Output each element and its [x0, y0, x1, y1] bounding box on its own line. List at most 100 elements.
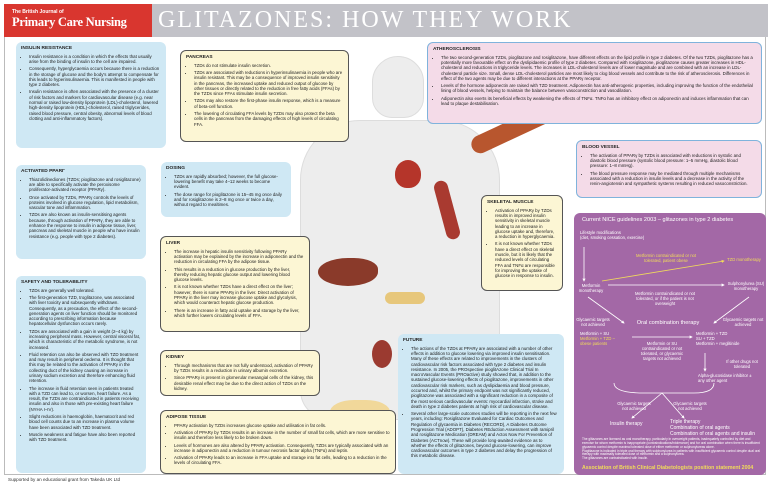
list-item: Activation of PPARγ by TZDs results in i…: [495, 208, 557, 240]
list-item: The blood pressure response may be media…: [590, 171, 756, 187]
panel-title: INSULIN RESISTANCE: [21, 46, 73, 51]
safety-panel: SAFETY AND TOLERABILITY TZDs are general…: [16, 276, 146, 473]
list-item: Muscle weakness and fatigue have also be…: [29, 432, 141, 443]
liver-panel: LIVER The increase in hepatic insulin se…: [160, 236, 310, 332]
condition-label: Glycaemic targets not achieved: [576, 317, 610, 328]
pancreas-illustration: [385, 292, 425, 304]
panel-title: DOSING: [166, 166, 185, 171]
list-item: Levels of hormones are also altered by P…: [174, 443, 390, 454]
list-item: TZDs are generally well tolerated.: [29, 288, 141, 293]
pancreas-panel: PANCREAS TZDs do not stimulate insulin s…: [180, 50, 349, 142]
note: Pioglitazone is indicated in triple oral…: [582, 448, 761, 457]
footnotes: The glitazones are licensed as oral mono…: [582, 437, 761, 461]
list-item: It is not known whether TZDs have a dire…: [495, 241, 557, 278]
list-item: Activation of PPARγ by TZDs results in a…: [174, 430, 390, 441]
arrow: [587, 296, 625, 324]
panel-title: ADIPOSE TISSUE: [166, 415, 207, 420]
arrow: [713, 296, 750, 324]
condition-label: Metformin contraindicated or not tolerat…: [635, 253, 697, 264]
panel-title: SKELETAL MUSCLE: [487, 200, 534, 205]
list-item: TZDs are associated with reductions in h…: [194, 70, 343, 96]
list-item: Slight reductions in haemoglobin, haemat…: [29, 414, 141, 430]
list-item: The activation of PPARγ by TZDs is assoc…: [590, 153, 756, 169]
option: Metformin + TZD: [696, 331, 728, 336]
atherosclerosis-panel: ATHEROSCLEROSIS The two second-generatio…: [427, 42, 762, 124]
heart-illustration: [395, 160, 421, 188]
option: Metformin + TZD – obese patients: [580, 336, 615, 347]
list-item: This results in a reduction in glucose p…: [174, 267, 304, 283]
list-item: Levels of the hormone adiponectin are ra…: [441, 83, 756, 94]
panel-title: ATHEROSCLEROSIS: [433, 47, 481, 52]
list-item: Consequently, hyperglycaemia occurs beca…: [29, 66, 161, 87]
lifestyle-label: Lifestyle modifications: [580, 230, 621, 235]
arrow: [631, 392, 663, 419]
list-item: Activation of PPARγ leads to an increase…: [174, 455, 390, 466]
arrow: [601, 259, 725, 282]
liver-illustration: [318, 258, 378, 286]
insulin-therapy-node: Insulin therapy: [610, 421, 643, 427]
activated-pparg-panel: ACTIVATED PPARγ Thiazolidinediones (TZDs…: [16, 165, 146, 259]
journal-name: Primary Care Nursing: [12, 15, 127, 29]
panel-title: BLOOD VESSEL: [582, 145, 620, 150]
blood-vessel-panel: BLOOD VESSEL The activation of PPARγ by …: [576, 140, 762, 198]
condition-label: Glycaemic targets not achieved: [722, 317, 764, 328]
adipose-panel: ADIPOSE TISSUE PPARγ activation by TZDs …: [160, 410, 396, 474]
condition-label: If other drugs not tolerated: [726, 359, 758, 370]
list-item: The increase in hepatic insulin sensitiv…: [174, 249, 304, 265]
condition-label: Metformin contraindicated or not tolerat…: [634, 291, 696, 307]
panel-title: KIDNEY: [166, 355, 185, 360]
option: Combination of oral agents: [670, 425, 730, 431]
list-item: Once activated by TZDs, PPARγ controls t…: [29, 195, 141, 211]
flowchart-arrows: [582, 247, 750, 419]
list-item: It is not known whether TZDs have a dire…: [174, 284, 304, 305]
option: SU + TZD: [696, 336, 715, 342]
lifestyle-sub: (diet, smoking cessation, exercise): [580, 235, 645, 241]
alpha-glucosidase-node: Alpha-glucosidase inhibitor ± any other …: [698, 373, 752, 384]
panel-title: ACTIVATED PPARγ: [21, 169, 65, 174]
list-item: The actions of the TZDs at PPARγ are ass…: [411, 346, 559, 409]
option: Combination of oral agents and insulin: [670, 431, 756, 437]
list-item: The increase in fluid retention seen in …: [29, 386, 141, 412]
panel-title: LIVER: [166, 241, 181, 246]
list-item: The dose range for pioglitazone is 15–45…: [174, 192, 286, 208]
page-title: GLITAZONES: HOW THEY WORK: [152, 4, 768, 37]
list-item: Thiazolidinediones (TZDs; pioglitazone a…: [29, 177, 141, 193]
journal-logo: The British Journal of Primary Care Nurs…: [4, 4, 152, 37]
condition-label: Metformin or SU contraindicated or not t…: [640, 341, 684, 362]
dosing-panel: DOSING TZDs are rapidly absorbed; howeve…: [161, 162, 291, 217]
option: Metformin + meglitinide: [696, 341, 740, 347]
nice-guidelines-flowchart: Current NICE guidelines 2003 – glitazone…: [574, 213, 766, 475]
panel-title: PANCREAS: [186, 55, 213, 60]
bracket: [613, 382, 715, 394]
tzd-monotherapy-node: TZD monotherapy: [727, 257, 761, 262]
list-item: TZDs are also known as insulin-sensitisi…: [29, 212, 141, 238]
condition-label: Glycaemic targets not achieved: [617, 401, 651, 412]
oral-combination-node: Oral combination therapy: [636, 320, 700, 326]
list-item: PPARγ activation by TZDs increases gluco…: [174, 423, 390, 428]
list-item: Insulin resistance is a condition in whi…: [29, 54, 161, 65]
skeletal-muscle-panel: SKELETAL MUSCLE Activation of PPARγ by T…: [481, 195, 563, 291]
footer-note: Supported by an educational grant from T…: [8, 477, 121, 482]
lifestyle-node: Lifestyle modifications(diet, smoking ce…: [580, 230, 644, 240]
option: Metformin + SU: [580, 331, 610, 336]
kidney-illustration: [372, 340, 392, 368]
triple-label: Triple therapy: [670, 419, 701, 425]
kidney-panel: KIDNEY Through mechanisms that are not f…: [160, 350, 320, 396]
panel-title: FUTURE: [403, 338, 423, 343]
panel-title: SAFETY AND TOLERABILITY: [21, 280, 88, 285]
note: The glitazones are licensed as oral mono…: [582, 437, 760, 449]
list-item: The two second-generation TZDs, pioglita…: [441, 55, 756, 81]
source: Association of British Clinical Diabetol…: [582, 465, 754, 471]
list-item: Fluid retention can also be observed wit…: [29, 352, 141, 384]
flowchart-title: Current NICE guidelines 2003 – glitazone…: [582, 217, 734, 223]
list-item: TZDs do not stimulate insulin secretion.: [194, 63, 343, 68]
list-item: Several other large-scale outcomes studi…: [411, 411, 559, 459]
note: The glitazones are contraindicated with …: [582, 456, 649, 461]
list-item: Since PPARγ is present in glomerular mes…: [174, 375, 314, 391]
condition-label: Glycaemic targets not achieved: [673, 401, 707, 412]
list-item: TZDs are associated with a gain in weigh…: [29, 329, 141, 350]
future-panel: FUTURE The actions of the TZDs at PPARγ …: [398, 334, 564, 474]
su-monotherapy-node: Sulphonylurea (SU) monotherapy: [727, 281, 765, 292]
